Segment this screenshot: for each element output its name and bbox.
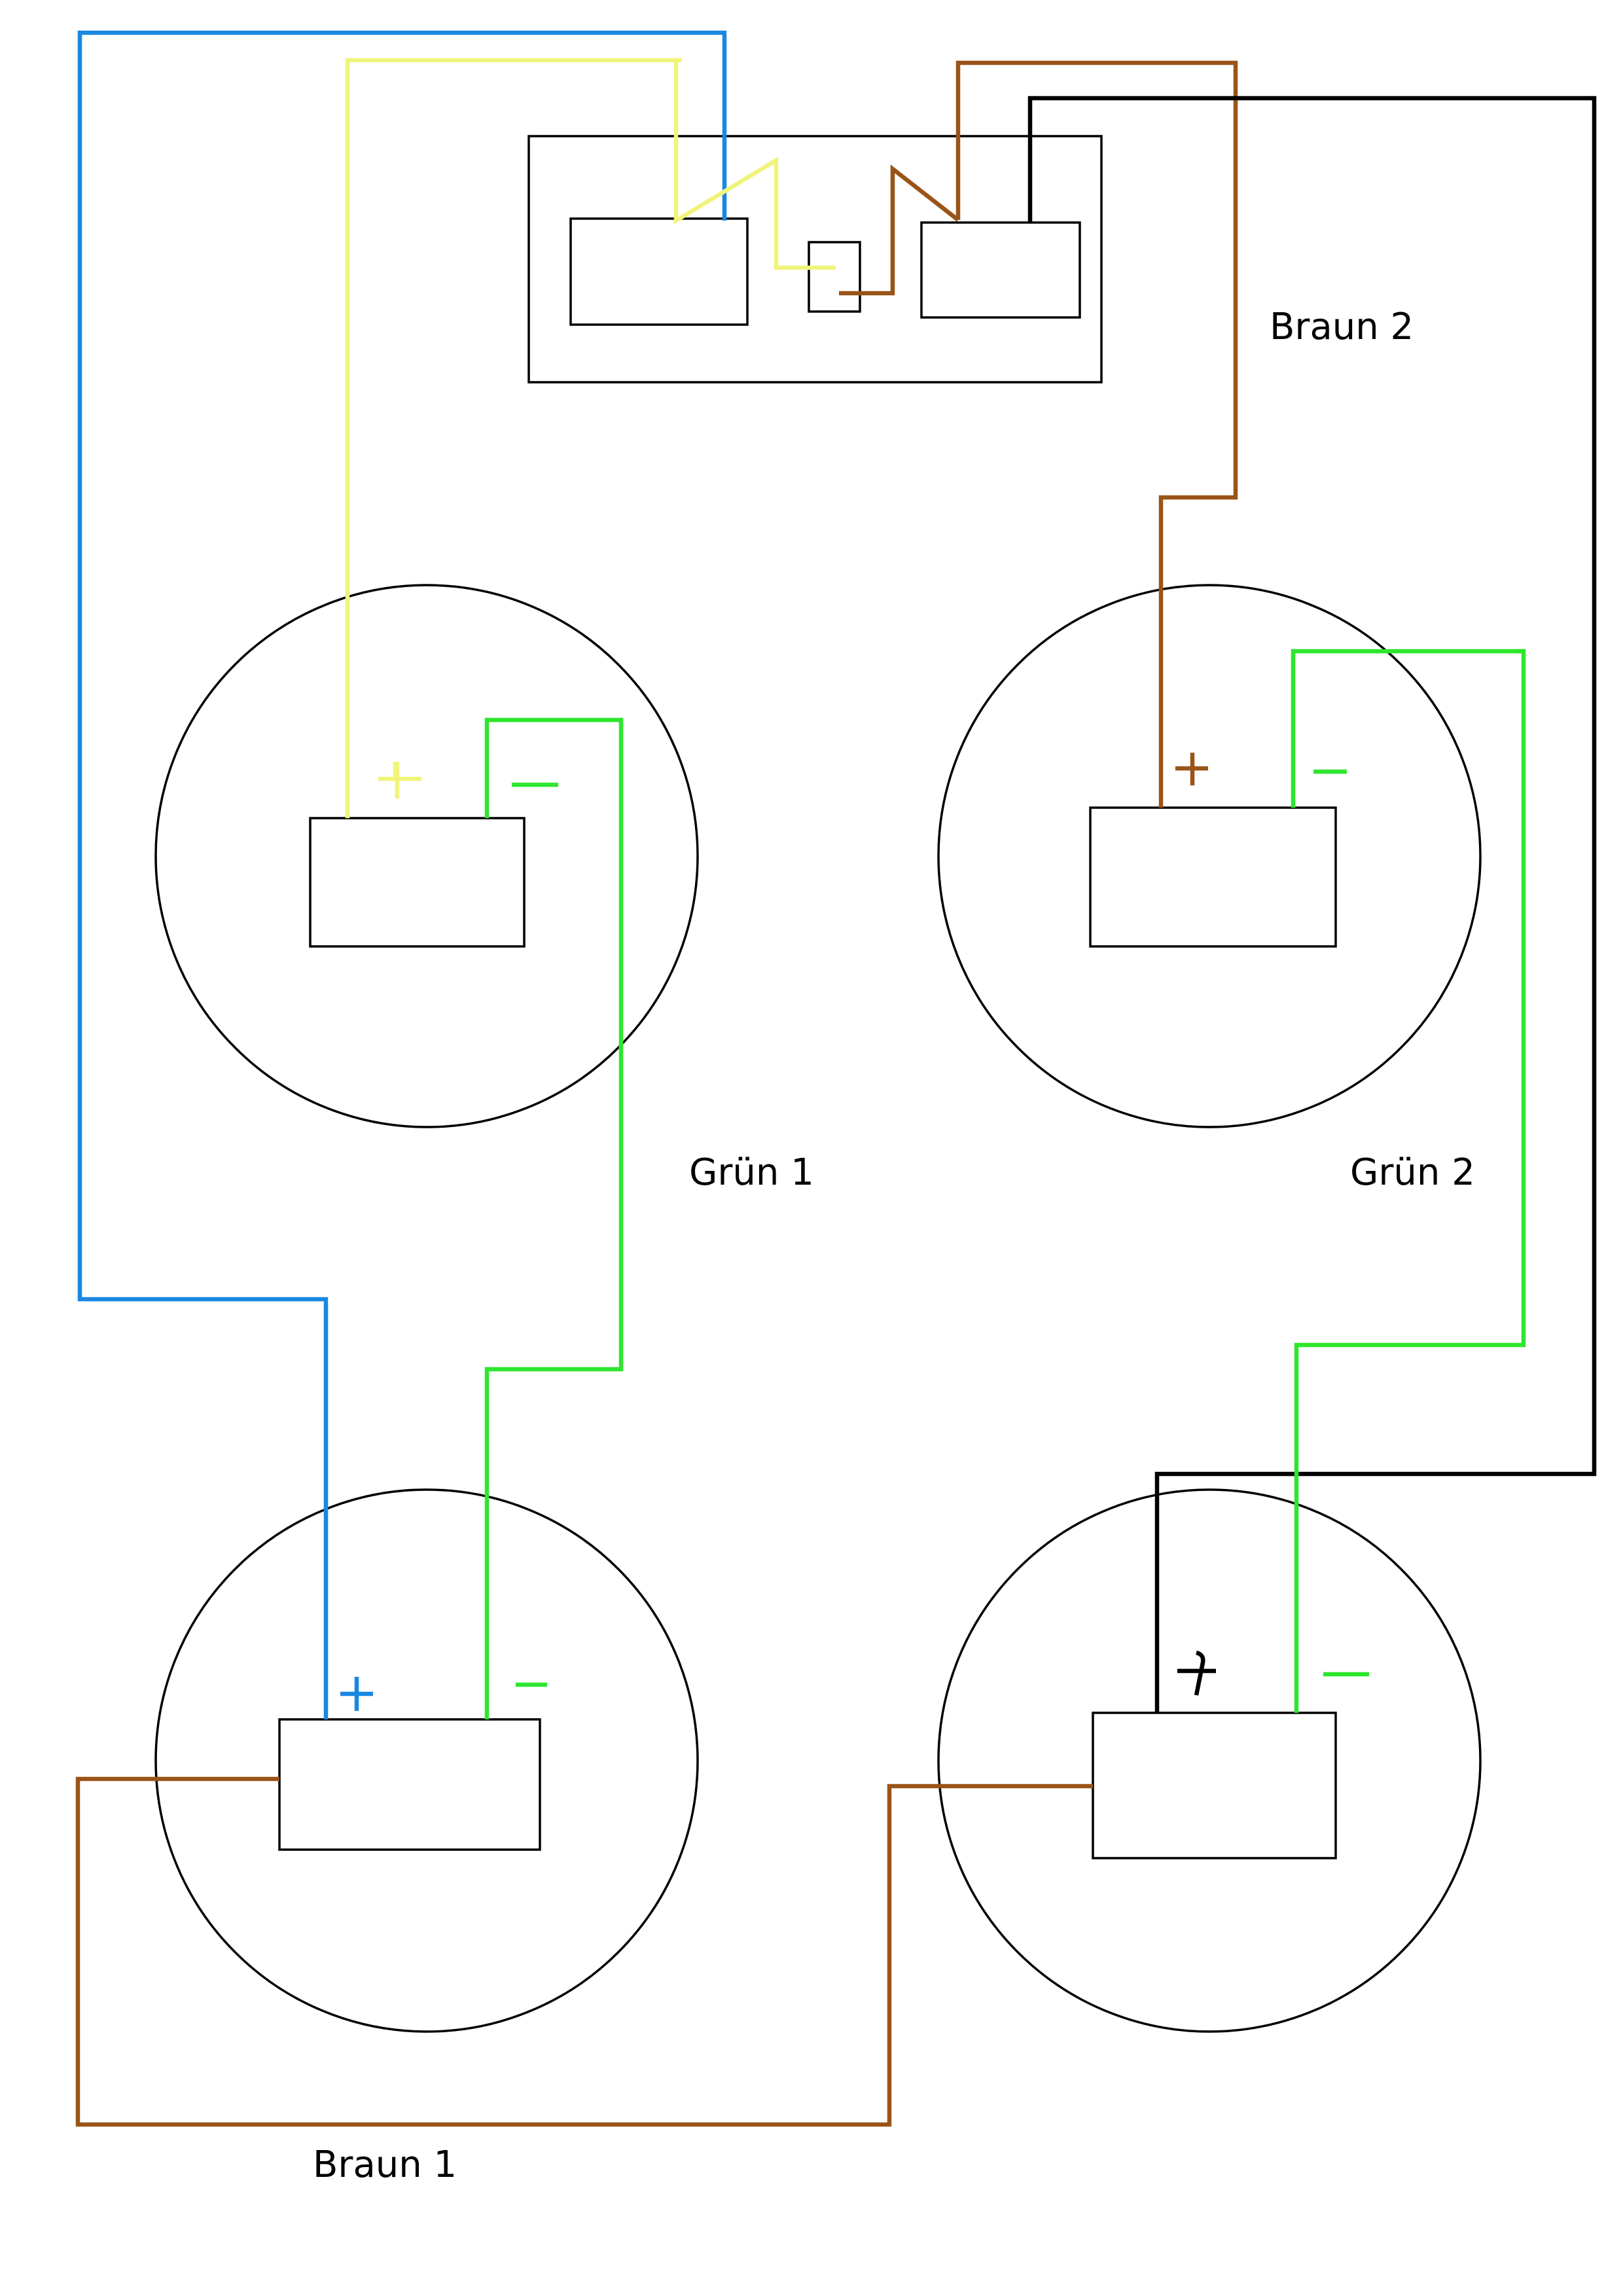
amplifier-terminal-left [569,217,749,326]
speaker-top-right [937,584,1482,1128]
plus-sign-bottom-left [340,1677,373,1711]
amplifier-housing [527,135,1103,384]
speaker-bottom-right-terminal [1092,1712,1337,1859]
label-braun-2: Braun 2 [1270,306,1414,348]
plus-sign-top-right [1175,753,1208,785]
brown-wire-amp-link [839,164,959,296]
speaker-top-left [154,584,699,1128]
label-gruen-1: Grün 1 [689,1151,814,1194]
label-gruen-2: Grün 2 [1350,1151,1475,1194]
amplifier-terminal-right [920,221,1081,319]
blue-wire [77,30,727,1719]
brown-wire-braun-2 [955,60,1238,808]
plus-sign-top-left [378,762,421,798]
label-braun-1: Braun 1 [313,2144,457,2186]
speaker-top-right-terminal [1089,806,1337,948]
brown-wire-braun-1 [75,1776,1093,2127]
green-wire-gruen-1 [484,717,624,1719]
speaker-bottom-left [154,1488,699,2033]
black-wire [1027,96,1597,1713]
green-wire-gruen-2 [1291,649,1526,1713]
speaker-top-left-terminal [309,817,526,948]
yellow-wire-amp-link [673,60,836,270]
speaker-bottom-right [937,1488,1482,2033]
speaker-bottom-left-terminal [278,1718,541,1851]
plus-sign-bottom-right [1177,1650,1216,1696]
amplifier-terminal-center [808,241,861,313]
yellow-wire [345,58,682,818]
